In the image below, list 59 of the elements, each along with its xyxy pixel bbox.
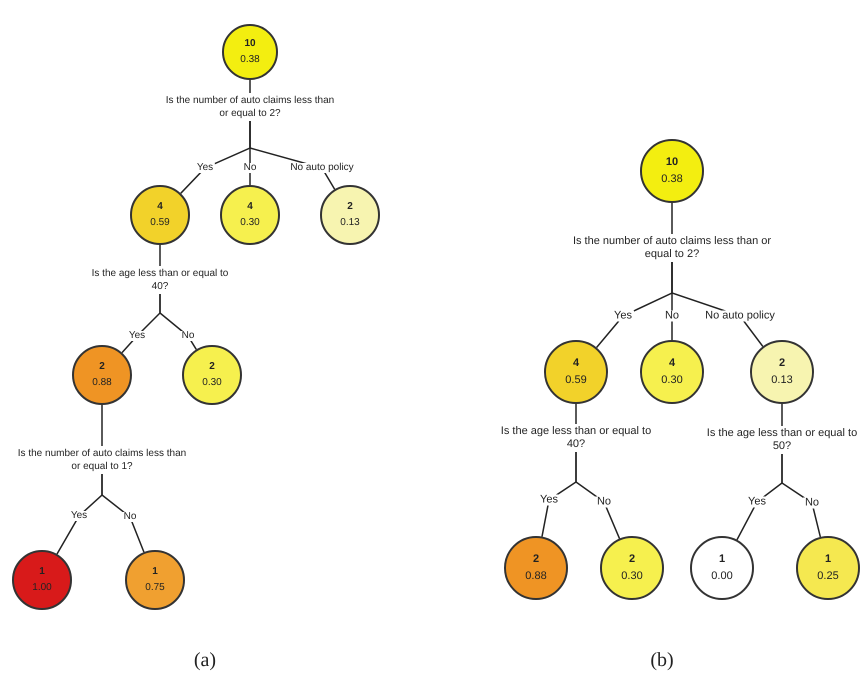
score-value: 0.75 xyxy=(145,583,165,593)
count-value: 2 xyxy=(532,554,540,565)
count-value: 1 xyxy=(39,567,45,577)
connector-line xyxy=(101,405,103,446)
score-value: 0.38 xyxy=(240,55,260,65)
score-value: 0.30 xyxy=(202,378,222,388)
count-value: 2 xyxy=(209,362,215,372)
count-value: 2 xyxy=(628,554,636,565)
score-value: 0.59 xyxy=(565,375,587,386)
score-value: 0.88 xyxy=(92,378,112,388)
edge-label: Yes xyxy=(746,496,768,508)
connector-line xyxy=(101,474,145,552)
connector-line xyxy=(781,404,783,426)
connector-line xyxy=(781,454,822,538)
count-value: 2 xyxy=(778,358,786,369)
score-value: 0.25 xyxy=(817,571,839,582)
split-question: Is the number of auto claims less than or equal to 2? xyxy=(572,234,772,262)
count-value: 10 xyxy=(666,157,678,168)
edge-label: No xyxy=(594,496,614,508)
score-value: 0.30 xyxy=(661,375,683,386)
count-value: 4 xyxy=(247,202,253,212)
count-value: 4 xyxy=(668,358,676,369)
score-value: 0.59 xyxy=(150,218,170,228)
connector-line xyxy=(159,245,161,266)
edge-label: Yes xyxy=(538,494,560,506)
count-value: 10 xyxy=(244,39,256,49)
score-value: 0.13 xyxy=(340,218,360,228)
edge-label: No xyxy=(122,512,138,522)
score-value: 0.30 xyxy=(240,218,260,228)
edge-label: No xyxy=(242,163,258,173)
connector-line xyxy=(249,80,251,93)
edge-label: Yes xyxy=(68,511,90,521)
subfigure-caption: (b) xyxy=(650,648,674,673)
connector-line xyxy=(671,203,673,234)
edge-label: No xyxy=(802,498,822,508)
connector-line xyxy=(159,294,197,350)
count-value: 1 xyxy=(718,554,726,565)
count-value: 1 xyxy=(824,554,832,565)
score-value: 0.30 xyxy=(621,571,643,582)
score-value: 0.13 xyxy=(771,375,793,386)
count-value: 2 xyxy=(347,202,353,212)
count-value: 2 xyxy=(99,362,105,372)
subfigure-caption: (a) xyxy=(194,648,216,673)
count-value: 4 xyxy=(157,202,163,212)
score-value: 1.00 xyxy=(32,583,52,593)
count-value: 4 xyxy=(572,358,580,369)
score-value: 0.88 xyxy=(525,571,547,582)
count-value: 1 xyxy=(152,567,158,577)
edge-label: Yes xyxy=(126,331,148,341)
score-value: 0.00 xyxy=(711,571,733,582)
edge-label: No auto policy xyxy=(288,163,356,173)
connector-line xyxy=(575,452,620,539)
edge-label: No xyxy=(180,331,196,341)
connector-line xyxy=(575,404,577,424)
score-value: 0.38 xyxy=(661,174,683,185)
edge-label: Yes xyxy=(612,310,634,322)
edge-label: No auto policy xyxy=(703,310,777,322)
edge-label: Yes xyxy=(194,163,216,173)
edge-label: No xyxy=(662,310,682,322)
